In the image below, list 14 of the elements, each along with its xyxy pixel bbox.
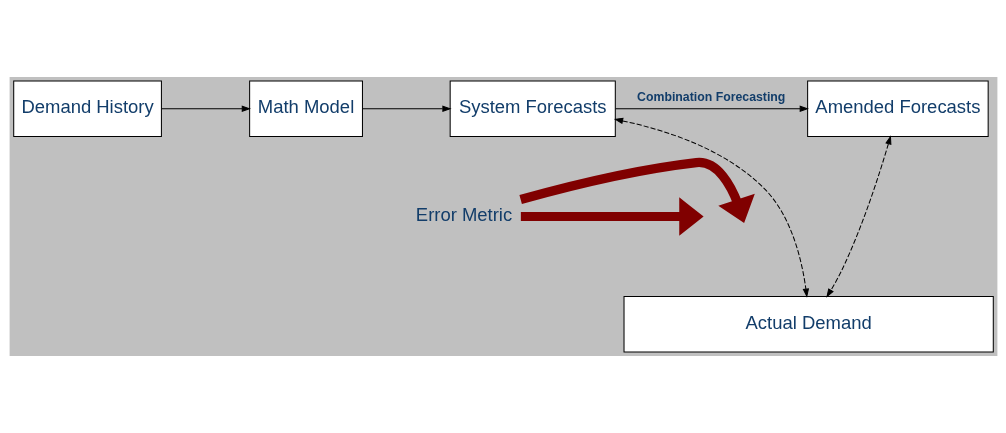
node-box: System Forecasts [449,80,616,137]
arrow [361,105,452,113]
arrow [518,158,755,223]
arrow [520,197,704,236]
arrow [614,105,809,113]
node-box: Demand History [12,80,162,137]
node-box: Actual Demand [623,296,994,353]
arrow [825,135,891,298]
node-box: Math Model [248,80,363,137]
edge-label: Combination Forecasting [636,90,785,105]
arrow [613,117,809,298]
node-text: Error Metric [415,204,512,226]
node-box: Amended Forecasts [806,80,989,137]
arrow [160,105,251,113]
